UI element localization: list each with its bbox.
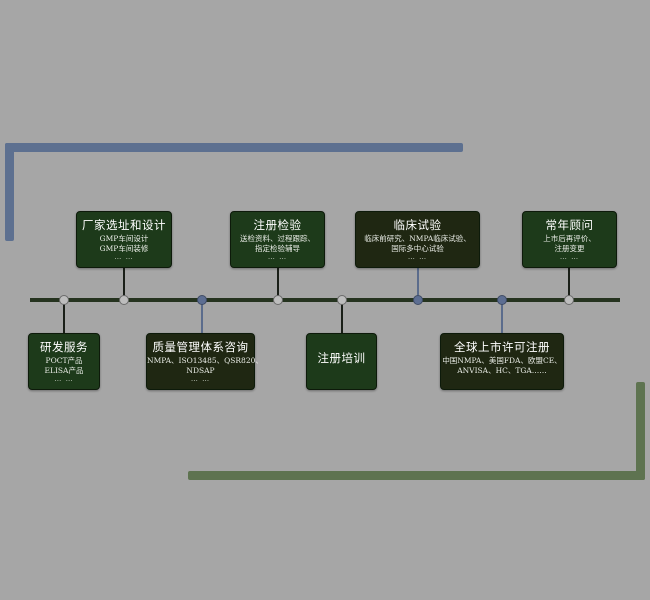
connector-bottom-4 (501, 301, 503, 334)
more-ellipsis: … … (559, 253, 580, 261)
bottom-right-bracket-vertical (636, 382, 645, 480)
timeline-node-2 (119, 295, 129, 305)
service-box-qms-consulting: 质量管理体系咨询 NMPA、ISO13485、QSR820、 NDSAP … … (146, 333, 263, 390)
service-box-registration-testing: 注册检验 送检资料、过程跟踪、 指定检验辅导 … … (230, 211, 325, 268)
service-title: 质量管理体系咨询 (152, 340, 249, 354)
service-detail: NDSAP (186, 366, 215, 375)
service-title: 厂家选址和设计 (82, 218, 166, 232)
timeline-node-6 (413, 295, 423, 305)
connector-bottom-1 (63, 301, 65, 334)
service-detail: ANVISA、HC、TGA…… (457, 366, 547, 375)
service-detail: 送检资料、过程跟踪、 (240, 234, 315, 243)
more-ellipsis: … … (114, 253, 134, 261)
service-detail: GMP车间设计 (99, 234, 149, 243)
service-detail: 指定检验辅导 (255, 244, 300, 253)
service-title: 临床试验 (393, 218, 442, 232)
service-detail: 国际多中心试验 (391, 244, 444, 253)
service-box-clinical-trial: 临床试验 临床前研究、NMPA临床试验、 国际多中心试验 … … (355, 211, 480, 268)
more-ellipsis: … … (190, 375, 211, 383)
timeline-node-7 (497, 295, 507, 305)
service-box-registration-training: 注册培训 (306, 333, 377, 390)
top-left-bracket-vertical (5, 143, 14, 241)
connector-top-1 (123, 267, 125, 299)
connector-bottom-3 (341, 301, 343, 334)
service-detail: 注册变更 (554, 244, 585, 253)
connector-bottom-2 (201, 301, 203, 334)
timeline-node-4 (273, 295, 283, 305)
timeline-node-1 (59, 295, 69, 305)
timeline-axis (30, 298, 620, 302)
more-ellipsis: … … (54, 375, 74, 383)
service-detail: GMP车间装修 (99, 244, 149, 253)
service-box-factory-design: 厂家选址和设计 GMP车间设计 GMP车间装修 … … (76, 211, 172, 268)
top-left-bracket-horizontal (5, 143, 463, 152)
service-detail: NMPA、ISO13485、QSR820、 (147, 356, 263, 365)
connector-top-4 (568, 267, 570, 299)
service-title: 常年顾问 (545, 218, 594, 232)
service-detail: ELISA产品 (44, 366, 84, 375)
timeline-node-8 (564, 295, 574, 305)
service-box-global-registration: 全球上市许可注册 中国NMPA、美国FDA、欧盟CE、 ANVISA、HC、TG… (440, 333, 564, 390)
service-title: 研发服务 (40, 340, 88, 354)
service-detail: POCT产品 (45, 356, 83, 365)
service-title: 注册检验 (253, 218, 302, 232)
more-ellipsis: … … (267, 253, 288, 261)
connector-top-3 (417, 267, 419, 299)
service-detail: 上市后再评价、 (543, 234, 596, 243)
service-title: 全球上市许可注册 (454, 340, 550, 354)
more-ellipsis: … … (407, 253, 428, 261)
timeline-node-5 (337, 295, 347, 305)
connector-top-2 (277, 267, 279, 299)
service-detail: 中国NMPA、美国FDA、欧盟CE、 (442, 356, 562, 365)
service-box-rnd: 研发服务 POCT产品 ELISA产品 … … (28, 333, 100, 390)
bottom-right-bracket-horizontal (188, 471, 645, 480)
service-box-consultant: 常年顾问 上市后再评价、 注册变更 … … (522, 211, 617, 268)
service-detail: 临床前研究、NMPA临床试验、 (364, 234, 471, 243)
timeline-node-3 (197, 295, 207, 305)
service-title: 注册培训 (317, 351, 366, 365)
